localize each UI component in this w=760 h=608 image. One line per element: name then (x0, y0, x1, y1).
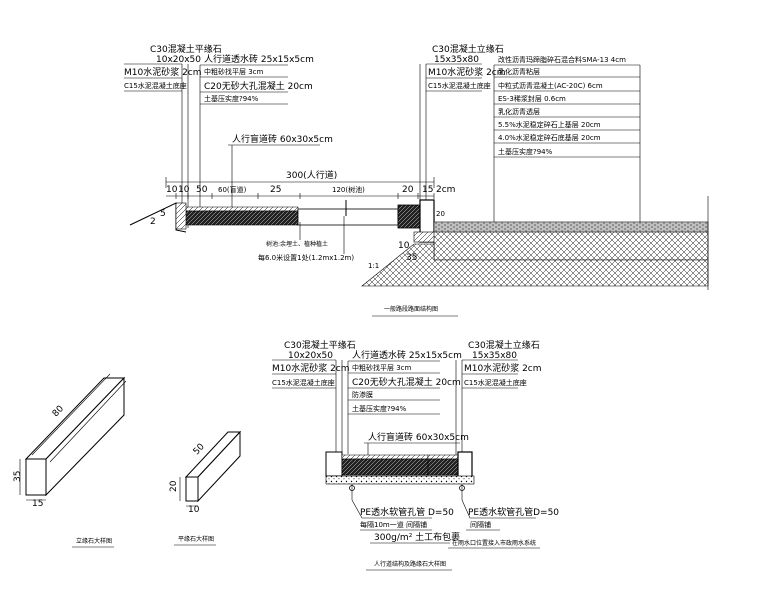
s2-pipe-left-3: 300g/m² 土工布包裹 (374, 531, 460, 543)
dim-8: 15 (422, 185, 433, 195)
small-curb-height: 20 (169, 480, 179, 492)
pavement-layer-6: 5.5%水泥稳定碎石上基层 20cm (498, 120, 601, 129)
curb-right-line-1: C30混凝土立缘石 (432, 43, 504, 55)
section2-title: 人行道结构及路缘石大样图 (374, 560, 446, 568)
s2-pipe-left-2: 每隔10m一道 间隔铺 (360, 520, 427, 529)
s2-curb-left-3: M10水泥砂浆 2cm (272, 362, 350, 374)
slope-dim-3: 35 (406, 253, 417, 263)
large-curb-height: 35 (13, 471, 23, 482)
left-dim-1: 2 (150, 217, 156, 227)
small-curb-width: 10 (188, 505, 200, 515)
curb-left-annotation: C30混凝土平缘石 10x20x50 M10水泥砂浆 2cm C15水泥混凝土底… (124, 43, 222, 228)
sub-dimensions: 10 10 50 60(盲道) 25 120(树池) 20 15 2cm (166, 185, 455, 199)
road-pavement-structure: 20 10 35 1:1 (361, 196, 709, 290)
large-curb-width: 15 (32, 499, 43, 509)
small-curb-length: 50 (192, 442, 207, 457)
pavement-layer-7: 4.0%水泥稳定碎石底基层 20cm (498, 133, 601, 142)
s2-curb-right-2: 15x35x80 (472, 351, 517, 361)
tactile-label: 人行盲道砖 60x30x5cm (232, 133, 333, 145)
pavement-layer-4: ES-3稀浆封层 0.6cm (498, 94, 566, 103)
large-curb-length: 80 (51, 404, 66, 419)
s2-pipe-right-3: 在雨水口位置接入市政雨水系统 (452, 539, 536, 547)
pavement-layer-annotation: 改性沥青玛蹄脂碎石混合料SMA-13 4cm 乳化沥青粘层 中粒式沥青混凝土(A… (493, 55, 641, 222)
s2-sidewalk-2: 中粗砂找平层 3cm (352, 363, 412, 372)
tree-note-2: 每6.0米设置1处(1.2mx1.2m) (258, 253, 354, 262)
s2-sidewalk-1: 人行道透水砖 25x15x5cm (352, 349, 462, 361)
dim-4: 60(盲道) (218, 185, 247, 194)
dim-7: 20 (402, 185, 414, 195)
sidewalk-layer-1: 人行道透水砖 25x15x5cm (204, 53, 314, 65)
s2-curb-left-4: C15水泥混凝土底座 (272, 378, 335, 387)
section1-title: 一般路段路面结构图 (384, 305, 438, 313)
dim-3: 50 (196, 185, 208, 195)
pavement-layer-2: 乳化沥青粘层 (498, 67, 540, 76)
road-section-drawing: C30混凝土平缘石 10x20x50 M10水泥砂浆 2cm C15水泥混凝土底… (124, 43, 709, 317)
dim-6: 120(树池) (332, 185, 365, 194)
s2-sidewalk-4: 防渗膜 (352, 390, 373, 399)
small-curb-title: 平缘石大样图 (178, 535, 214, 543)
s2-pipe-left-1: PE透水软管孔管 D=50 (360, 506, 454, 518)
curb-right-annotation: C30混凝土立缘石 15x35x80 M10水泥砂浆 2cm C15水泥混凝土底… (419, 43, 506, 210)
pavement-layer-5: 乳化沥青透层 (498, 107, 540, 116)
s2-curb-left-2: 10x20x50 (288, 351, 333, 361)
pavement-layer-1: 改性沥青玛蹄脂碎石混合料SMA-13 4cm (498, 55, 626, 64)
tree-note-1: 树池:余埋土、植种植土 (266, 240, 328, 248)
large-curb-detail: 80 35 15 立缘石大样图 (13, 373, 127, 548)
slope-ratio: 1:1 (368, 262, 379, 270)
total-width-dimension: 300(人行道) (286, 169, 337, 181)
dim-5: 25 (270, 185, 281, 195)
curb-left-line-1: C30混凝土平缘石 (150, 43, 222, 55)
sidewalk-layer-4: 土基压实度?94% (204, 94, 259, 103)
dim-2: 10 (178, 185, 190, 195)
curb-left-line-2: 10x20x50 (156, 55, 201, 65)
sidewalk-structure: 2 5 (129, 199, 437, 243)
slope-dim-2: 10 (398, 241, 410, 251)
pavement-layer-8: 土基压实度?94% (498, 147, 553, 156)
curb-left-line-3: M10水泥砂浆 2cm (124, 66, 202, 78)
s2-tactile-label: 人行盲道砖 60x30x5cm (368, 431, 469, 443)
s2-curb-right-3: M10水泥砂浆 2cm (464, 362, 542, 374)
s2-curb-right-1: C30混凝土立缘石 (468, 339, 540, 351)
pavement-layer-3: 中粒式沥青混凝土(AC-20C) 6cm (498, 81, 603, 90)
s2-sidewalk-5: 土基压实度?94% (352, 404, 407, 413)
sidewalk-layer-3: C20无砂大孔混凝土 20cm (204, 80, 313, 92)
sidewalk-layer-2: 中粗砂找平层 3cm (204, 67, 264, 76)
large-curb-title: 立缘石大样图 (76, 537, 112, 545)
dim-1: 10 (166, 185, 178, 195)
curb-right-line-4: C15水泥混凝土底座 (428, 81, 491, 90)
small-curb-detail: 50 20 10 平缘石大样图 (169, 430, 242, 546)
sidewalk-detail-drawing: C30混凝土平缘石 10x20x50 M10水泥砂浆 2cm C15水泥混凝土底… (272, 339, 559, 571)
curb-right-line-3: M10水泥砂浆 2cm (428, 66, 506, 78)
s2-pipe-right-2: 间隔铺 (470, 520, 491, 529)
s2-curb-left-1: C30混凝土平缘石 (284, 339, 356, 351)
s2-curb-right-4: C15水泥混凝土底座 (464, 378, 527, 387)
curb-left-line-4: C15水泥混凝土底座 (124, 81, 187, 90)
s2-pipe-right-1: PE透水软管孔管D=50 (468, 506, 559, 518)
slope-dim-1: 20 (436, 210, 445, 218)
curb-right-line-2: 15x35x80 (434, 55, 479, 65)
left-dim-2: 5 (160, 209, 166, 219)
sidewalk-layer-annotation: 人行道透水砖 25x15x5cm 中粗砂找平层 3cm C20无砂大孔混凝土 2… (199, 53, 314, 212)
s2-sidewalk-3: C20无砂大孔混凝土 20cm (352, 376, 461, 388)
dim-9: 2cm (436, 185, 455, 195)
